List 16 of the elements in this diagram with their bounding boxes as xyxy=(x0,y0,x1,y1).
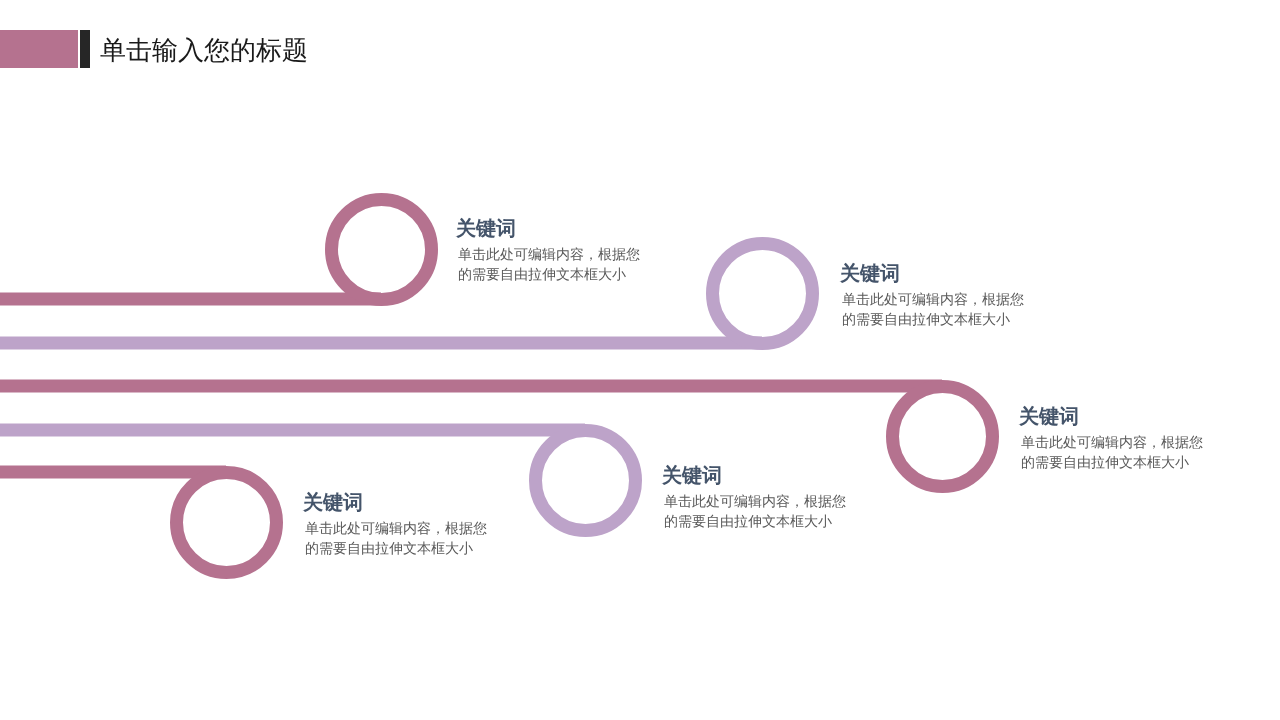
description-text: 单击此处可编辑内容，根据您的需要自由拉伸文本框大小 xyxy=(1021,433,1204,472)
keyword-heading: 关键词 xyxy=(303,490,363,514)
ring-circle xyxy=(169,465,283,579)
description-text: 单击此处可编辑内容，根据您的需要自由拉伸文本框大小 xyxy=(842,290,1025,329)
ring-circle xyxy=(528,423,642,537)
keyword-heading: 关键词 xyxy=(456,216,516,240)
keyword-heading: 关键词 xyxy=(662,463,722,487)
title: 单击输入您的标题 xyxy=(100,34,308,67)
description-text: 单击此处可编辑内容，根据您的需要自由拉伸文本框大小 xyxy=(305,519,488,558)
keyword-heading: 关键词 xyxy=(840,261,900,285)
description-text: 单击此处可编辑内容，根据您的需要自由拉伸文本框大小 xyxy=(664,492,847,531)
ring-circle xyxy=(705,236,819,350)
ring-circle xyxy=(324,192,438,306)
keyword-heading: 关键词 xyxy=(1019,404,1079,428)
ring-circle xyxy=(885,379,999,493)
description-text: 单击此处可编辑内容，根据您的需要自由拉伸文本框大小 xyxy=(458,245,641,284)
